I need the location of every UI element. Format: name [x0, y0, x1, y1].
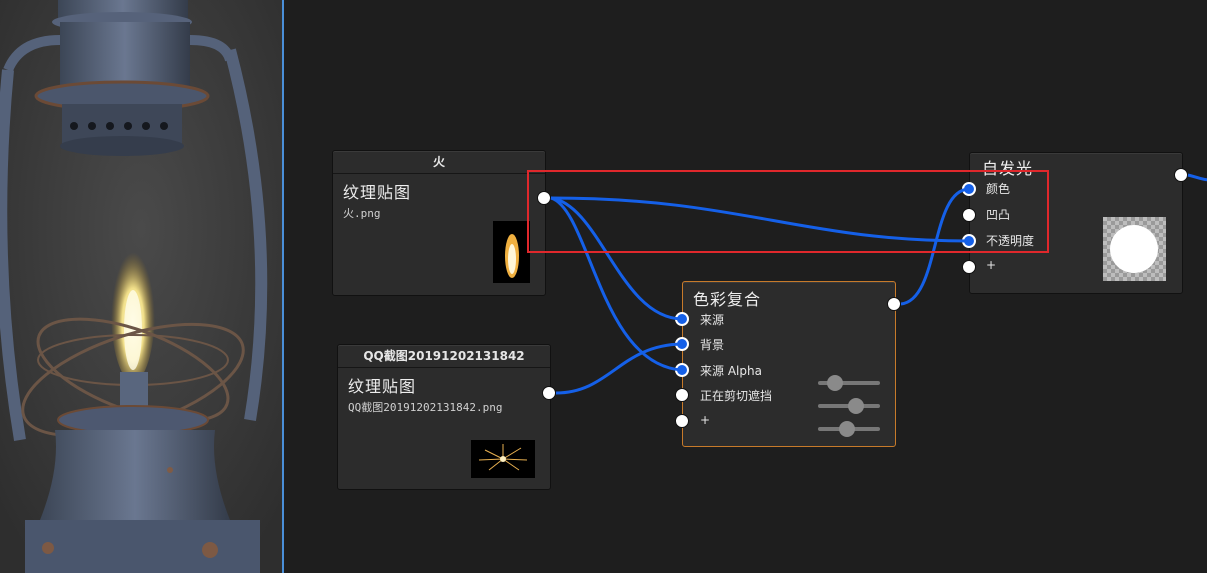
input-label-background: 背景: [700, 338, 725, 352]
texture-filename: QQ截图20191202131842.png: [348, 401, 503, 414]
mix-slider-1[interactable]: [818, 375, 880, 391]
viewport-divider[interactable]: [282, 0, 284, 573]
fire-texture-node[interactable]: 火 纹理贴图 火.png: [332, 150, 546, 296]
slider-knob[interactable]: [827, 375, 844, 391]
qq-texture-node[interactable]: QQ截图20191202131842 纹理贴图 QQ截图201912021318…: [337, 344, 551, 490]
input-label-source-alpha: 来源 Alpha: [700, 364, 762, 378]
3d-viewport[interactable]: [0, 0, 282, 573]
node-type-label: 纹理贴图: [348, 377, 417, 396]
color-mix-input-source-port[interactable]: [675, 312, 689, 326]
texture-filename: 火.png: [343, 207, 381, 220]
mix-slider-2[interactable]: [818, 398, 880, 414]
color-mix-input-source-alpha-port[interactable]: [675, 363, 689, 377]
input-label-source: 来源: [700, 313, 725, 327]
color-mix-input-clipping-port[interactable]: [675, 388, 689, 402]
emissive-node[interactable]: 自发光 颜色 凹凸 不透明度 +: [969, 152, 1183, 294]
node-type-label: 纹理贴图: [343, 183, 412, 202]
qq-texture-output-port[interactable]: [542, 386, 556, 400]
emissive-output-port[interactable]: [1174, 168, 1188, 182]
node-title: 火: [333, 151, 545, 174]
node-title: 自发光: [982, 159, 1034, 178]
lantern-render: [0, 0, 282, 573]
slider-knob[interactable]: [847, 398, 864, 414]
emissive-input-add-port[interactable]: [962, 260, 976, 274]
node-title: 色彩复合: [693, 290, 762, 309]
color-mix-input-background-port[interactable]: [675, 337, 689, 351]
color-mix-node[interactable]: 色彩复合 来源 背景 来源 Alpha 正在剪切遮挡 +: [682, 281, 896, 447]
input-label-bump: 凹凸: [986, 208, 1011, 222]
annotation-highlight-box: [527, 170, 1049, 253]
texture-thumbnail: [493, 221, 530, 283]
input-label-clipping: 正在剪切遮挡: [700, 389, 773, 403]
slider-knob[interactable]: [838, 421, 855, 437]
input-label-add: +: [986, 258, 997, 272]
material-preview-thumbnail: [1103, 217, 1166, 281]
node-title: QQ截图20191202131842: [338, 345, 550, 368]
color-mix-input-add-port[interactable]: [675, 414, 689, 428]
mix-slider-3[interactable]: [818, 421, 880, 437]
input-label-opacity: 不透明度: [986, 234, 1035, 248]
texture-thumbnail: [471, 440, 535, 478]
color-mix-output-port[interactable]: [887, 297, 901, 311]
input-label-add: +: [700, 413, 711, 427]
input-label-color: 颜色: [986, 182, 1011, 196]
